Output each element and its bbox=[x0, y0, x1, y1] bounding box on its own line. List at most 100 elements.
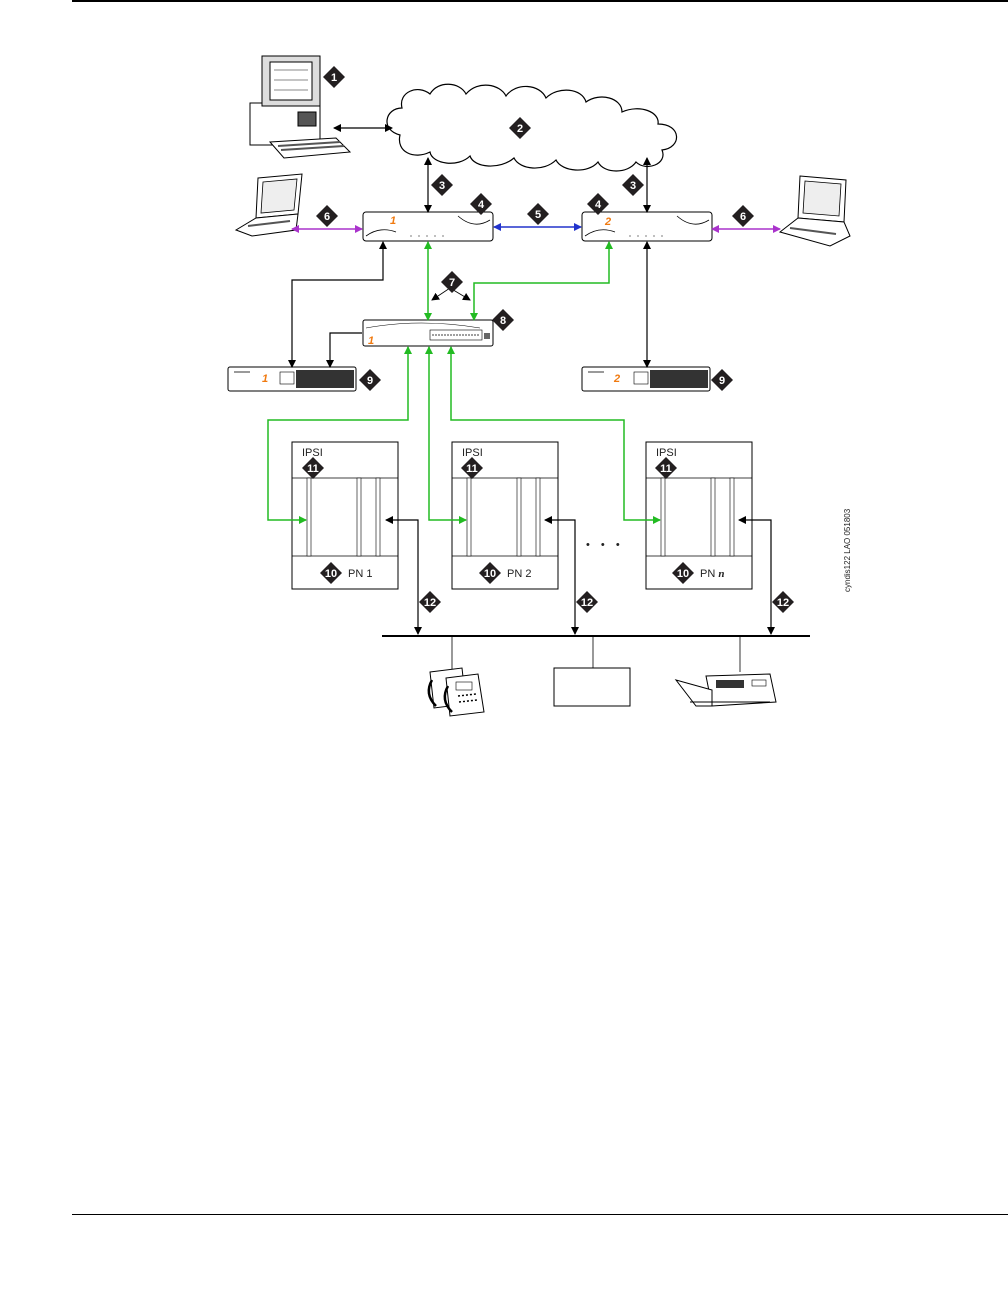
callout-diamond bbox=[479, 562, 501, 584]
ipsi-label-pn2: IPSI bbox=[462, 447, 483, 459]
link-server2-switch bbox=[470, 241, 613, 321]
callout-10: 10 bbox=[672, 562, 694, 584]
callout-1: 1 bbox=[323, 66, 345, 88]
link-pn1-lan bbox=[385, 516, 422, 635]
callout-12: 12 bbox=[576, 591, 598, 613]
link-switch-pnn bbox=[447, 346, 661, 524]
callout-11: 11 bbox=[655, 457, 677, 479]
callout-diamond bbox=[622, 174, 644, 196]
callout-number: 6 bbox=[324, 211, 330, 223]
callout-11: 11 bbox=[302, 457, 324, 479]
callout-3: 3 bbox=[622, 174, 644, 196]
callout-diamond bbox=[576, 591, 598, 613]
callout-diamond bbox=[470, 193, 492, 215]
laptop-left-icon bbox=[234, 173, 303, 237]
callout-number: 7 bbox=[449, 277, 455, 289]
callout-diamond bbox=[655, 457, 677, 479]
server-1-number: 1 bbox=[390, 215, 396, 227]
pnn-label-prefix: PN bbox=[700, 568, 718, 580]
callout-number: 10 bbox=[677, 568, 689, 580]
callout-number: 11 bbox=[660, 463, 672, 475]
ipsi-label-pnn: IPSI bbox=[656, 447, 677, 459]
callout-number: 12 bbox=[424, 597, 436, 609]
callout-6: 6 bbox=[316, 205, 338, 227]
link-pn2-lan bbox=[544, 516, 579, 635]
callout-number: 4 bbox=[595, 199, 602, 211]
callout-2: 2 bbox=[509, 117, 531, 139]
pnn-label: PN n bbox=[700, 568, 724, 580]
callout-number: 12 bbox=[777, 597, 789, 609]
laptop-right-icon bbox=[778, 175, 851, 247]
callout-3: 3 bbox=[431, 174, 453, 196]
server-2-number: 2 bbox=[604, 216, 611, 228]
callout-diamond bbox=[527, 203, 549, 225]
callout-number: 2 bbox=[517, 123, 523, 135]
fax-machine-icon bbox=[674, 673, 777, 707]
callout-4: 4 bbox=[470, 193, 492, 215]
switch-number: 1 bbox=[368, 335, 374, 347]
link-server1-ups1 bbox=[288, 241, 387, 368]
pnn-label-suffix: n bbox=[718, 568, 724, 580]
callout-10: 10 bbox=[479, 562, 501, 584]
callout-6: 6 bbox=[732, 205, 754, 227]
callout-number: 1 bbox=[331, 72, 337, 84]
callout-diamond bbox=[302, 457, 324, 479]
callout-number: 8 bbox=[500, 315, 506, 327]
callout-number: 10 bbox=[484, 568, 496, 580]
link-switch-pn1 bbox=[267, 346, 412, 524]
callout-12: 12 bbox=[772, 591, 794, 613]
callout-diamond bbox=[772, 591, 794, 613]
callout-number: 3 bbox=[630, 180, 636, 192]
callout-diamond bbox=[323, 66, 345, 88]
ellipsis: • • • bbox=[586, 539, 624, 551]
page-bottom-rule bbox=[72, 1214, 1008, 1215]
callout-diamond bbox=[461, 457, 483, 479]
network-cloud bbox=[386, 83, 678, 172]
link-switch-ups1 bbox=[326, 332, 362, 368]
ethernet-switch bbox=[362, 319, 494, 347]
ups-2 bbox=[581, 366, 711, 392]
callout-diamond bbox=[441, 271, 463, 293]
callout-12: 12 bbox=[419, 591, 441, 613]
callout-diamond bbox=[672, 562, 694, 584]
callout-number: 4 bbox=[478, 199, 485, 211]
callout-diamond bbox=[359, 369, 381, 391]
callout-diamond bbox=[419, 591, 441, 613]
server-2 bbox=[581, 211, 713, 242]
pn1-label: PN 1 bbox=[348, 568, 372, 580]
link-pnn-lan bbox=[738, 516, 775, 635]
page-top-rule bbox=[72, 0, 1008, 2]
callout-diamond bbox=[587, 193, 609, 215]
callout-diamond bbox=[320, 562, 342, 584]
callout-number: 10 bbox=[325, 568, 337, 580]
callout-number: 9 bbox=[719, 375, 725, 387]
ups-2-number: 2 bbox=[613, 373, 620, 385]
callout-10: 10 bbox=[320, 562, 342, 584]
callout-number: 6 bbox=[740, 211, 746, 223]
callout-9: 9 bbox=[711, 369, 733, 391]
callout-number: 11 bbox=[466, 463, 478, 475]
callout-5: 5 bbox=[527, 203, 549, 225]
callout-11: 11 bbox=[461, 457, 483, 479]
callout-7: 7 bbox=[441, 271, 463, 293]
server-1 bbox=[362, 211, 494, 242]
callout-number: 5 bbox=[535, 209, 541, 221]
ipsi-label-pn1: IPSI bbox=[302, 447, 323, 459]
callout-8: 8 bbox=[492, 309, 514, 331]
callout-number: 3 bbox=[439, 180, 445, 192]
callout-diamond bbox=[431, 174, 453, 196]
callout-diamond bbox=[316, 205, 338, 227]
figure-id: cyndis122 LAO 051803 bbox=[843, 508, 852, 592]
telephone-icon bbox=[427, 667, 485, 717]
pn2-label: PN 2 bbox=[507, 568, 531, 580]
callout-number: 9 bbox=[367, 375, 373, 387]
callout-diamond bbox=[509, 117, 531, 139]
callout-number: 12 bbox=[581, 597, 593, 609]
ups-1 bbox=[227, 366, 357, 392]
callout-4: 4 bbox=[587, 193, 609, 215]
ups-1-number: 1 bbox=[262, 373, 268, 385]
callout-diamond bbox=[711, 369, 733, 391]
callout-9: 9 bbox=[359, 369, 381, 391]
callout-diamond bbox=[732, 205, 754, 227]
